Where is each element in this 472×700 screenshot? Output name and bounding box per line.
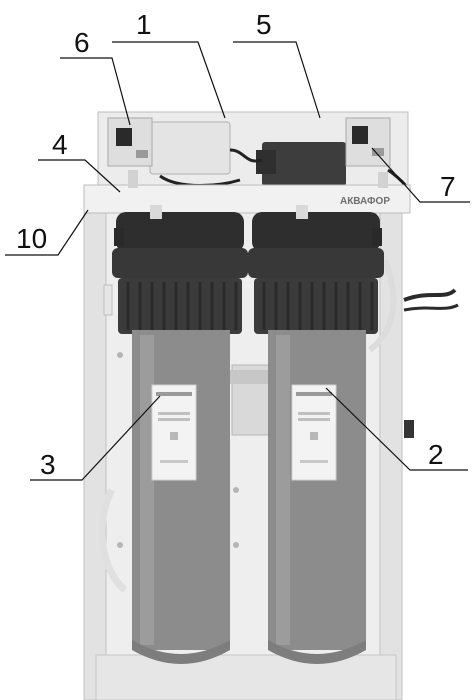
- brand-label: АКВАФОР: [340, 196, 390, 207]
- callout-3: 3: [40, 449, 56, 480]
- callout-7: 7: [440, 171, 456, 202]
- top-rail: АКВАФОР: [83, 170, 411, 214]
- tubing: [98, 258, 459, 593]
- callout-6: 6: [74, 27, 90, 58]
- callout-4: 4: [52, 129, 68, 160]
- control-box: [97, 111, 412, 192]
- callout-5: 5: [256, 9, 272, 40]
- membrane-housing: [226, 364, 274, 436]
- leader-lines: [5, 41, 470, 481]
- pressure-switch-left: [107, 117, 153, 167]
- pressure-switch-right: [345, 117, 391, 167]
- callout-1: 1: [136, 9, 152, 40]
- callout-labels: 1 5 6 4 10 7 3 2: [16, 9, 456, 480]
- callout-10: 10: [16, 223, 47, 254]
- callout-2: 2: [428, 439, 444, 470]
- filter-left: [112, 205, 248, 664]
- filter-right: [248, 205, 384, 664]
